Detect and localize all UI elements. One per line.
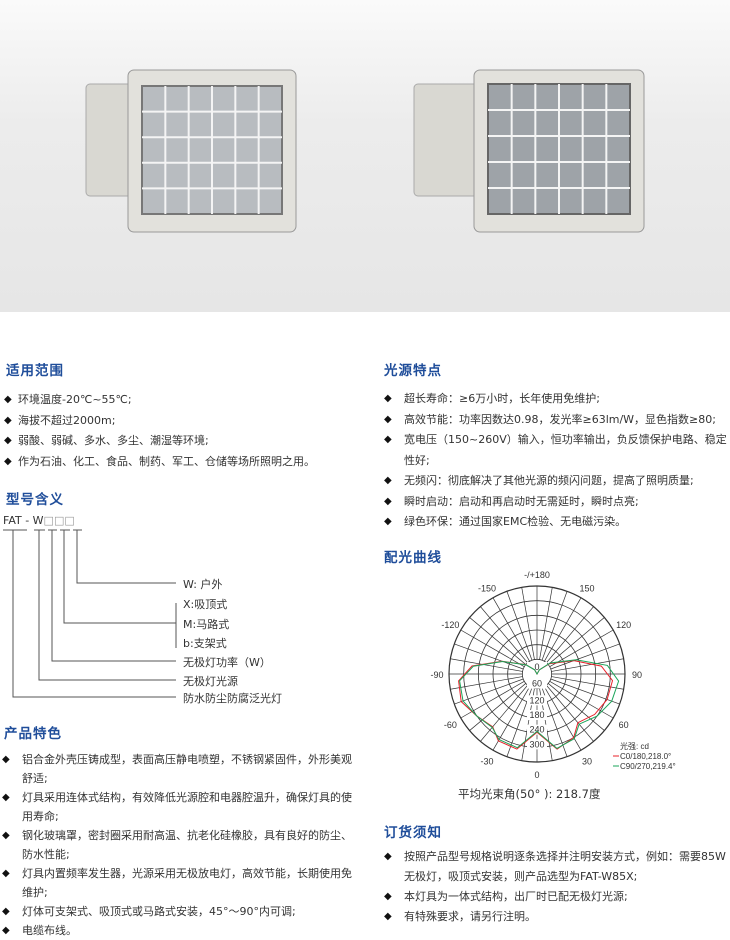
scope-list: 环境温度-20℃~55℃; 海拔不超过2000m; 弱酸、弱碱、多水、多尘、潮湿… bbox=[4, 390, 364, 472]
angle-label: -60 bbox=[444, 720, 457, 730]
list-item: 海拔不超过2000m; bbox=[4, 411, 364, 432]
list-item: 钢化玻璃罩，密封圈采用耐高温、抗老化硅橡胶，具有良好的防尘、防水性能; bbox=[0, 826, 352, 864]
list-item: 无频闪：彻底解决了其他光源的频闪问题，提高了照明质量; bbox=[382, 471, 730, 492]
model-diagram-lines bbox=[3, 529, 177, 698]
polar-spoke bbox=[546, 606, 594, 663]
list-item: 宽电压（150~260V）输入，恒功率输出，负反馈保护电路、稳定性好; bbox=[382, 430, 730, 471]
model-label-w: W: 户外 bbox=[183, 578, 223, 591]
ordering-heading: 订货须知 bbox=[384, 825, 442, 841]
angle-label: -/+180 bbox=[524, 570, 550, 580]
radial-label: 180 bbox=[529, 710, 544, 720]
list-item: 按照产品型号规格说明逐条选择并注明安装方式，例如：需要85W无极灯，吸顶式安装，… bbox=[382, 847, 727, 887]
chart-caption: 平均光束角(50° ): 218.7度 bbox=[458, 787, 601, 801]
lamp-photo-left bbox=[85, 69, 297, 233]
polar-spoke bbox=[469, 617, 526, 665]
polar-spoke bbox=[521, 587, 535, 660]
angle-label: 150 bbox=[579, 583, 594, 593]
list-item: 有特殊要求，请另行注明。 bbox=[382, 907, 727, 927]
light-source-list: 超长寿命：≥6万小时，长年使用免维护; 高效节能：功率因数达0.98，发光率≥6… bbox=[382, 389, 730, 533]
list-item: 瞬时启动：启动和再启动时无需延时，瞬时点亮; bbox=[382, 492, 730, 513]
radial-label: 300 bbox=[529, 739, 544, 749]
polar-spoke bbox=[541, 591, 568, 661]
polar-spoke bbox=[454, 678, 524, 705]
radial-label: 0 bbox=[534, 662, 539, 672]
list-item: 灯具采用连体式结构，有效降低光源腔和电器腔温升，确保灯具的使用寿命; bbox=[0, 788, 352, 826]
radial-label: 240 bbox=[529, 725, 544, 735]
polar-spoke bbox=[550, 643, 620, 670]
angle-label: 90 bbox=[632, 670, 642, 680]
scope-heading: 适用范围 bbox=[6, 363, 64, 379]
features-heading: 产品特色 bbox=[4, 726, 62, 742]
model-label-type: 防水防尘防腐泛光灯 bbox=[183, 692, 282, 705]
polar-spoke bbox=[550, 678, 620, 705]
list-item: 超长寿命：≥6万小时，长年使用免维护; bbox=[382, 389, 730, 410]
angle-label: -30 bbox=[480, 757, 493, 767]
angle-label: 60 bbox=[619, 720, 629, 730]
angle-label: 0 bbox=[534, 770, 539, 780]
polar-spoke bbox=[450, 658, 523, 672]
list-item: 灯具内置频率发生器，光源采用无极放电灯，高效节能，长期使用免维护; bbox=[0, 864, 352, 902]
legend-label: C0/180,218.0° bbox=[620, 752, 671, 761]
legend-label: C90/270,219.4° bbox=[620, 762, 676, 771]
list-item: 环境温度-20℃~55℃; bbox=[4, 390, 364, 411]
model-label-m: M:马路式 bbox=[183, 618, 230, 631]
polar-spoke bbox=[460, 629, 525, 667]
angle-label: 30 bbox=[582, 757, 592, 767]
polar-spoke bbox=[548, 683, 605, 731]
radial-label: 120 bbox=[529, 695, 544, 705]
polar-spoke bbox=[460, 681, 525, 719]
product-photos bbox=[0, 0, 730, 312]
polar-spoke bbox=[450, 676, 523, 690]
polar-spoke bbox=[454, 643, 524, 670]
polar-spoke bbox=[480, 606, 528, 663]
list-item: 灯体可支架式、吸顶式或马路式安装，45°～90°内可调; bbox=[0, 902, 352, 921]
list-item: 作为石油、化工、食品、制药、军工、仓储等场所照明之用。 bbox=[4, 452, 364, 473]
angle-label: -90 bbox=[430, 670, 443, 680]
polar-chart: -/+1801501209060300-30-60-90-120-1500601… bbox=[430, 570, 676, 780]
angle-label: -150 bbox=[478, 583, 496, 593]
polar-spoke bbox=[480, 685, 528, 742]
chart-heading: 配光曲线 bbox=[384, 550, 442, 566]
polar-spoke bbox=[551, 676, 624, 690]
model-label-power: 无极灯功率（W） bbox=[183, 656, 271, 669]
light-source-heading: 光源特点 bbox=[384, 363, 442, 379]
list-item: 弱酸、弱碱、多水、多尘、潮湿等环境; bbox=[4, 431, 364, 452]
polar-spoke bbox=[544, 597, 582, 662]
angle-label: 120 bbox=[616, 620, 631, 630]
lamp-photo-right bbox=[413, 69, 645, 233]
list-item: 铝合金外壳压铸成型，表面高压静电喷塑，不锈钢紧固件，外形美观舒适; bbox=[0, 750, 352, 788]
model-label-x: X:吸顶式 bbox=[183, 598, 228, 611]
features-list: 铝合金外壳压铸成型，表面高压静电喷塑，不锈钢紧固件，外形美观舒适; 灯具采用连体… bbox=[0, 750, 352, 940]
list-item: 绿色环保：通过国家EMC检验、无电磁污染。 bbox=[382, 512, 730, 533]
polar-spoke bbox=[506, 591, 533, 661]
polar-spoke bbox=[549, 629, 614, 667]
list-item: 本灯具为一体式结构，出厂时已配无极灯光源; bbox=[382, 887, 727, 907]
list-item: 高效节能：功率因数达0.98，发光率≥63lm/W，显色指数≥80; bbox=[382, 410, 730, 431]
polar-spoke bbox=[539, 587, 553, 660]
product-photos-svg bbox=[85, 69, 645, 233]
polar-spoke bbox=[546, 685, 594, 742]
model-code-boxes: □□□ bbox=[43, 514, 75, 527]
model-label-b: b:支架式 bbox=[183, 637, 227, 650]
polar-spoke bbox=[548, 617, 605, 665]
model-heading: 型号含义 bbox=[6, 492, 64, 508]
ordering-list: 按照产品型号规格说明逐条选择并注明安装方式，例如：需要85W无极灯，吸顶式安装，… bbox=[382, 847, 727, 927]
polar-spoke bbox=[492, 597, 530, 662]
model-label-source: 无极灯光源 bbox=[183, 675, 238, 688]
polar-spoke bbox=[549, 681, 614, 719]
polar-spoke bbox=[544, 686, 582, 751]
angle-label: -120 bbox=[441, 620, 459, 630]
unit-label: 光强: cd bbox=[620, 741, 649, 751]
radial-label: 60 bbox=[532, 679, 542, 689]
polar-spoke bbox=[551, 658, 624, 672]
series-curve bbox=[459, 659, 620, 750]
model-code: FAT - W□□□ bbox=[3, 514, 75, 527]
model-code-text: FAT - W bbox=[3, 514, 44, 527]
polar-spoke bbox=[469, 683, 526, 731]
list-item: 电缆布线。 bbox=[0, 921, 352, 940]
